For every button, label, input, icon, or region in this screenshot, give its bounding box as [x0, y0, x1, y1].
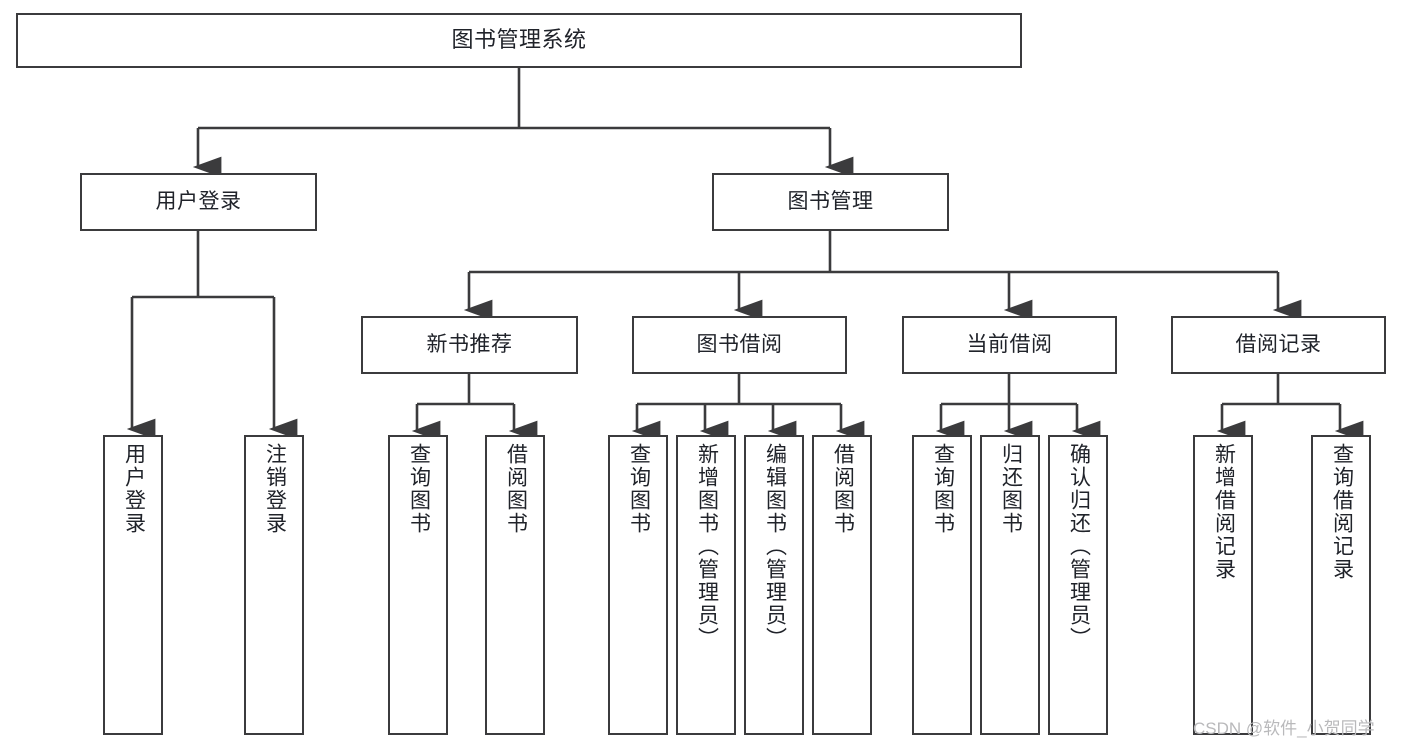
node-root-system[interactable]: 图书管理系统 [16, 13, 1022, 68]
node-label: 图书管理系统 [451, 27, 587, 53]
leaf-edit-book-admin[interactable]: 编辑图书（管理员） [744, 435, 804, 735]
node-new-book-recommend[interactable]: 新书推荐 [361, 316, 578, 374]
node-label: 注销登录 [263, 443, 287, 535]
node-label: 图书管理 [787, 190, 874, 214]
leaf-user-login[interactable]: 用户登录 [103, 435, 163, 735]
node-label: 图书借阅 [696, 333, 783, 357]
node-label: 新增图书（管理员） [695, 443, 719, 650]
node-label: 新书推荐 [426, 333, 513, 357]
leaf-return-book[interactable]: 归还图书 [980, 435, 1040, 735]
node-label: 用户登录 [122, 443, 146, 535]
node-label: 用户登录 [155, 190, 242, 214]
leaf-borrow-book-1[interactable]: 借阅图书 [485, 435, 545, 735]
node-label: 查询图书 [627, 443, 651, 535]
leaf-add-book-admin[interactable]: 新增图书（管理员） [676, 435, 736, 735]
leaf-query-borrow-record[interactable]: 查询借阅记录 [1311, 435, 1371, 735]
node-label: 借阅图书 [831, 443, 855, 535]
node-book-borrow[interactable]: 图书借阅 [632, 316, 847, 374]
node-current-borrow[interactable]: 当前借阅 [902, 316, 1117, 374]
leaf-confirm-return-admin[interactable]: 确认归还（管理员） [1048, 435, 1108, 735]
leaf-logout-login[interactable]: 注销登录 [244, 435, 304, 735]
node-label: 编辑图书（管理员） [763, 443, 787, 650]
leaf-borrow-book-2[interactable]: 借阅图书 [812, 435, 872, 735]
csdn-watermark: CSDN @软件_小贺同学 [1193, 719, 1375, 738]
leaf-query-book-2[interactable]: 查询图书 [608, 435, 668, 735]
node-label: 借阅图书 [504, 443, 528, 535]
leaf-add-borrow-record[interactable]: 新增借阅记录 [1193, 435, 1253, 735]
node-label: 查询图书 [931, 443, 955, 535]
leaf-query-book-3[interactable]: 查询图书 [912, 435, 972, 735]
node-label: 当前借阅 [966, 333, 1053, 357]
node-label: 新增借阅记录 [1212, 443, 1236, 581]
node-label: 查询借阅记录 [1330, 443, 1354, 581]
leaf-query-book-1[interactable]: 查询图书 [388, 435, 448, 735]
node-label: 借阅记录 [1235, 333, 1322, 357]
node-label: 查询图书 [407, 443, 431, 535]
node-label: 归还图书 [999, 443, 1023, 535]
node-user-login[interactable]: 用户登录 [80, 173, 317, 231]
node-label: 确认归还（管理员） [1067, 443, 1091, 650]
node-borrow-record[interactable]: 借阅记录 [1171, 316, 1386, 374]
node-book-management[interactable]: 图书管理 [712, 173, 949, 231]
